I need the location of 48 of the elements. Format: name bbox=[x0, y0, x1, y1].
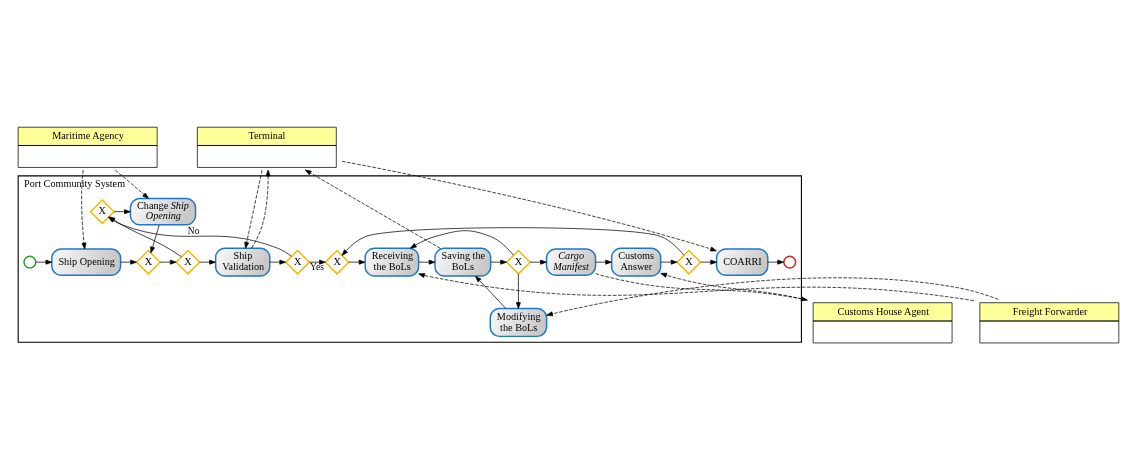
edge-label: No bbox=[187, 225, 200, 236]
node-box: Modifying the BoLs bbox=[489, 307, 548, 337]
node-diamond: X bbox=[135, 248, 162, 275]
arrow bbox=[199, 259, 216, 265]
arrow bbox=[660, 259, 678, 265]
node-box: Cargo Manifest bbox=[545, 247, 597, 276]
arrow bbox=[81, 169, 87, 249]
arrow bbox=[490, 259, 507, 265]
node-box: Ship Validation bbox=[214, 247, 271, 277]
arrow bbox=[304, 169, 441, 249]
node-box: COARRI bbox=[715, 247, 769, 276]
node-box: Receiving the BoLs bbox=[364, 247, 420, 277]
node-box: Ship Opening bbox=[51, 247, 122, 276]
arrow bbox=[546, 276, 999, 316]
arrow bbox=[700, 259, 717, 265]
arrow bbox=[159, 259, 177, 265]
arrow bbox=[150, 224, 160, 253]
node-diamond: X bbox=[284, 248, 311, 275]
arrow bbox=[475, 275, 507, 309]
arrow bbox=[595, 272, 808, 301]
arrow bbox=[341, 226, 685, 256]
arrow bbox=[418, 259, 436, 265]
arrow bbox=[308, 259, 326, 265]
arrow bbox=[244, 169, 263, 249]
arrow bbox=[113, 208, 131, 214]
node-diamond: X bbox=[676, 248, 702, 275]
node-diamond: X bbox=[175, 248, 201, 275]
node-diamond: X bbox=[505, 248, 532, 275]
node-circle bbox=[783, 255, 797, 269]
arrow bbox=[516, 273, 521, 309]
edge-label: Yes bbox=[310, 261, 324, 272]
arrow bbox=[251, 169, 271, 248]
node-box: Change Ship Opening bbox=[129, 197, 197, 226]
arrow bbox=[348, 259, 366, 265]
arrow bbox=[595, 259, 612, 265]
arrow bbox=[114, 169, 149, 199]
node-box: Customs Answer bbox=[610, 247, 662, 277]
arrow bbox=[418, 272, 975, 301]
node-box: Saving the BoLs bbox=[434, 247, 492, 277]
arrow bbox=[660, 272, 808, 300]
arrow bbox=[269, 259, 287, 265]
arrow bbox=[120, 259, 137, 265]
node-circle bbox=[23, 255, 37, 269]
arrow bbox=[35, 259, 53, 265]
arrow bbox=[529, 259, 547, 265]
arrow bbox=[767, 259, 784, 265]
arrow bbox=[410, 229, 514, 256]
arrow bbox=[341, 160, 717, 251]
